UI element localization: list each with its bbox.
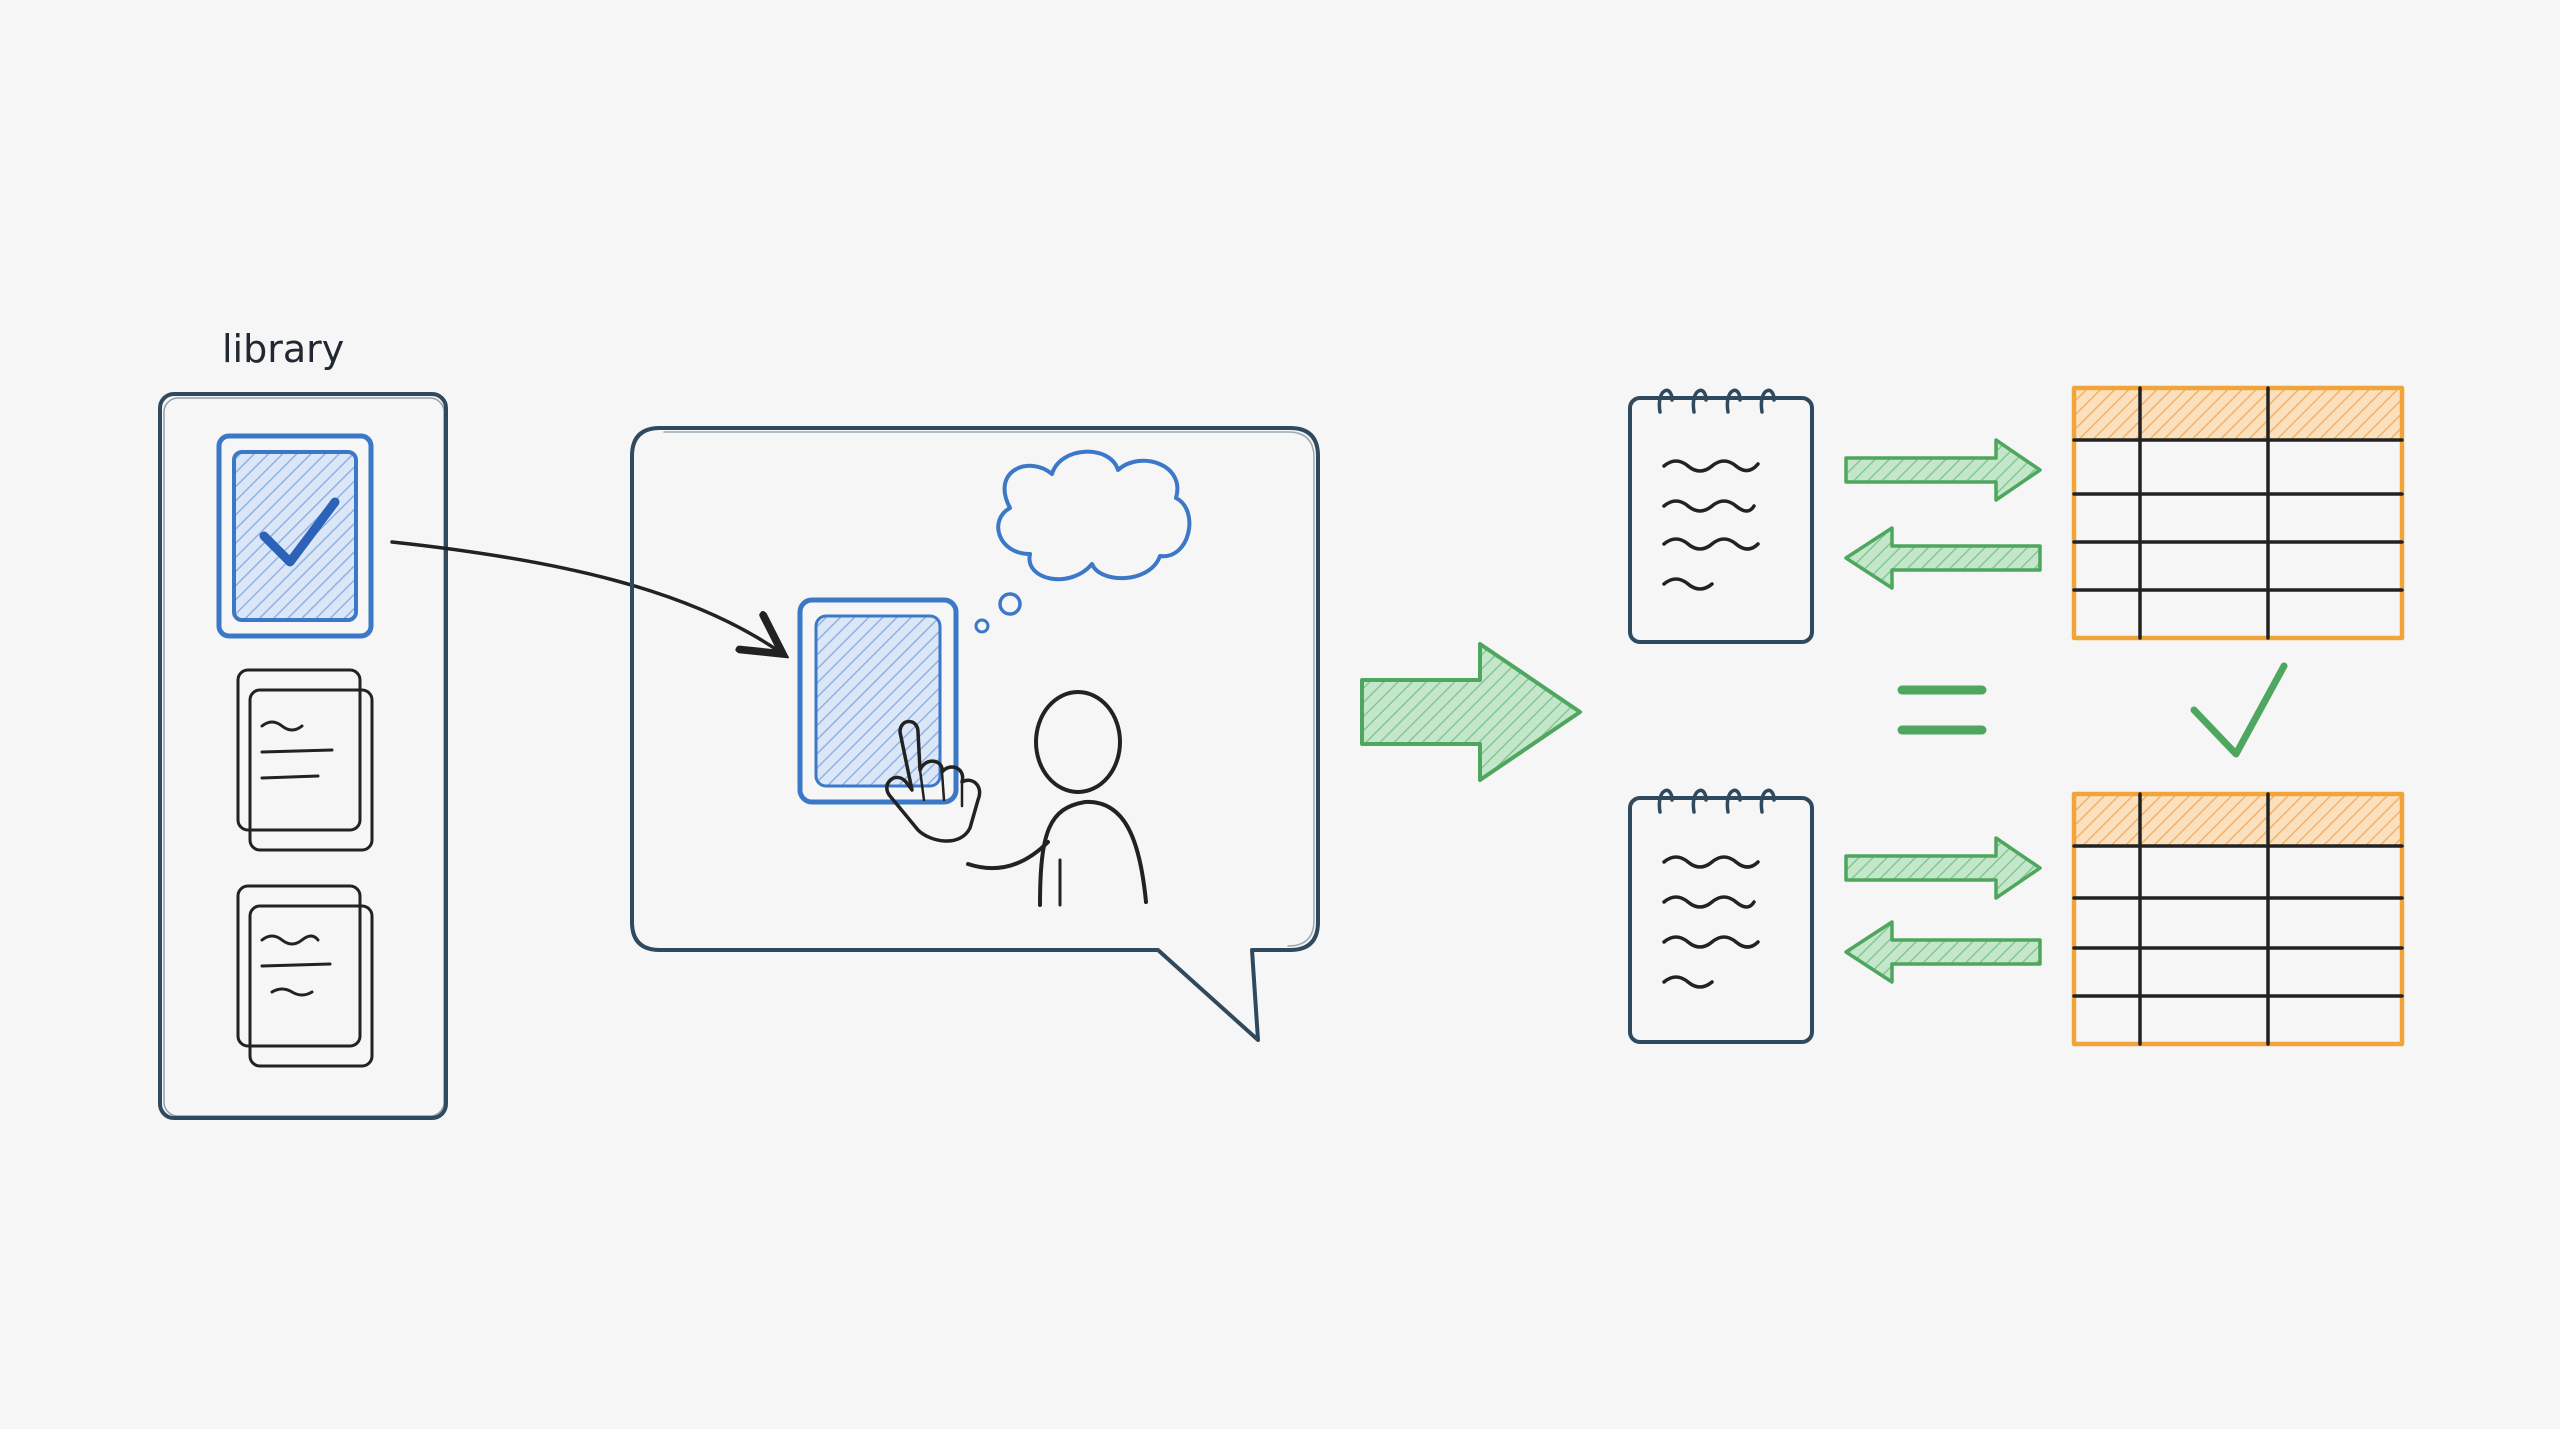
- spiral-notebook-icon: [1657, 388, 1776, 414]
- sync-left-arrow-bottom: [1844, 920, 2042, 984]
- curved-arrow-icon: [390, 540, 780, 652]
- sync-right-arrow-top: [1844, 438, 2042, 502]
- library-card-document[interactable]: [236, 668, 374, 852]
- speech-bubble: [630, 426, 1320, 1042]
- equals-icon: [1897, 685, 1987, 735]
- spreadsheet-table-icon: [2071, 385, 2405, 641]
- sync-right-arrow-bottom: [1844, 836, 2042, 900]
- library-card-selected[interactable]: [216, 433, 374, 639]
- document-lines-icon: [260, 934, 332, 997]
- thought-cloud-icon: [974, 449, 1192, 634]
- checkmark-icon: [259, 497, 340, 567]
- person-icon: [966, 690, 1148, 907]
- spiral-notebook-icon: [1657, 788, 1776, 814]
- pointing-hand-icon: [885, 719, 982, 843]
- sync-left-arrow-top: [1844, 526, 2042, 590]
- notebook-top: [1628, 388, 1814, 644]
- spreadsheet-table-icon: [2071, 791, 2405, 1047]
- library-card-document[interactable]: [236, 884, 374, 1068]
- template-preview-card: [797, 597, 959, 805]
- right-arrow-icon: [1360, 642, 1582, 782]
- library-panel: library: [158, 327, 448, 1120]
- library-title: library: [222, 327, 344, 371]
- checkmark-icon: [2190, 662, 2288, 758]
- document-lines-icon: [260, 720, 334, 780]
- notebook-bottom: [1628, 788, 1814, 1044]
